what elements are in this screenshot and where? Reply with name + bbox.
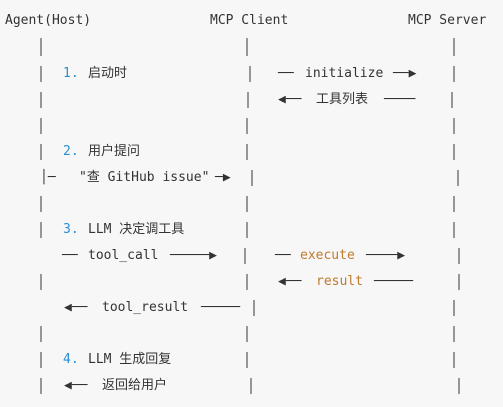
query-label: "查 GitHub issue" (79, 170, 210, 185)
mcp-client-header: MCP Client (210, 13, 289, 28)
step-4-number: 4. (63, 352, 79, 367)
arrow-tool-call-head: ─────▶ (170, 248, 217, 263)
initialize-label: initialize (305, 66, 384, 81)
arrow-tool-result-head: ◀── (64, 300, 88, 315)
result-label: result (316, 274, 363, 289)
step-3-label: LLM 决定调工具 (88, 222, 185, 237)
step-1-label: 启动时 (88, 66, 128, 81)
arrow-result-head: ◀── (278, 274, 302, 289)
arrow-return-head: ◀── (64, 378, 88, 393)
tool-call-label: tool_call (88, 248, 159, 263)
arrow-tool-list-head: ◀── (278, 92, 302, 107)
arrow-initialize-left: ── (278, 66, 294, 81)
arrow-tool-call-start: ── (62, 248, 78, 263)
step-2-number: 2. (63, 144, 79, 159)
step-3-number: 3. (63, 222, 79, 237)
arrow-initialize-right: ──▶ (393, 66, 417, 81)
step-1-number: 1. (63, 66, 79, 81)
arrow-result-tail: ───── (374, 274, 414, 289)
arrow-tool-list-tail: ──── (384, 92, 416, 107)
agent-host-header: Agent(Host) (5, 13, 92, 28)
arrow-query-head: ─▶ (215, 170, 231, 185)
tool-list-label: 工具列表 (316, 92, 369, 107)
tool-result-label: tool_result (102, 300, 189, 315)
execute-label: execute (300, 248, 355, 263)
mcp-server-header: MCP Server (408, 13, 487, 28)
step-2-label: 用户提问 (88, 144, 141, 159)
arrow-execute-head: ────▶ (366, 248, 406, 263)
arrow-execute-start: ── (275, 248, 291, 263)
arrow-tool-result-tail: ───── (201, 300, 241, 315)
step-4-label: LLM 生成回复 (88, 352, 172, 367)
return-user-label: 返回给用户 (102, 378, 168, 393)
arrow-query-start: │─ (40, 170, 56, 185)
